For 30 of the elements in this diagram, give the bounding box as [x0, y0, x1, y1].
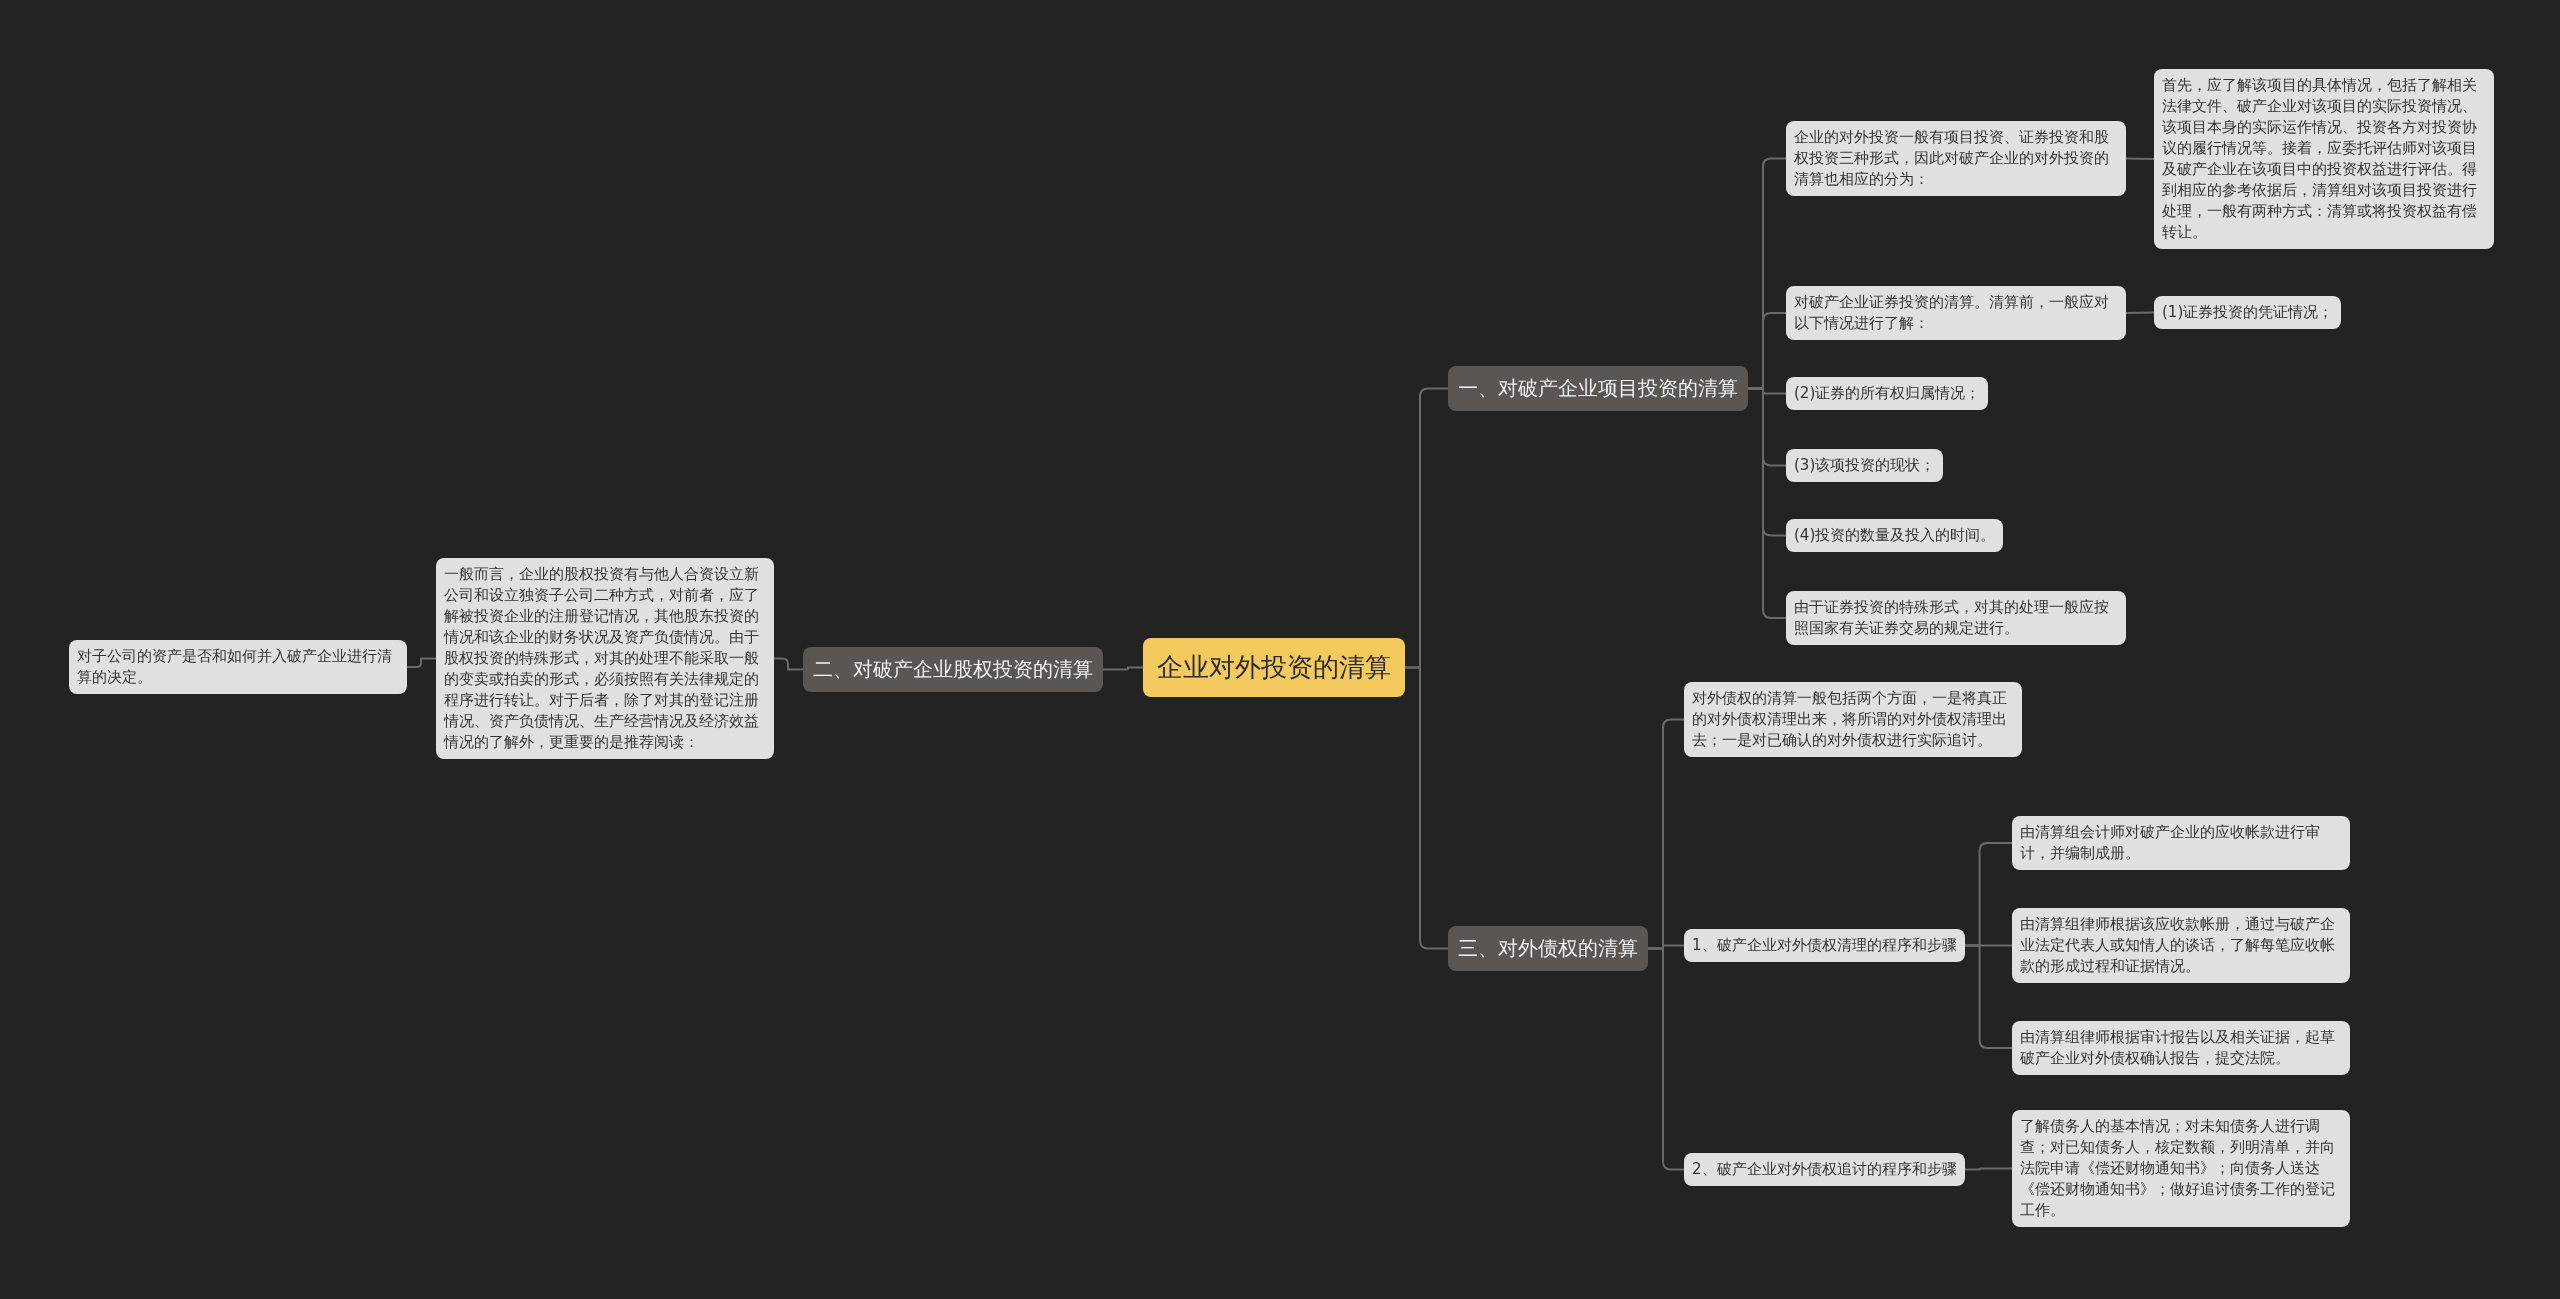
topic-box: 由清算组律师根据该应收款帐册，通过与破产企业法定代表人或知情人的谈话，了解每笔应收帐款的形成过程和证据情况。	[2012, 908, 2350, 983]
topic-box: 对子公司的资产是否和如何并入破产企业进行清算的决定。	[69, 640, 407, 694]
branch-topic: 三、对外债权的清算	[1448, 926, 1648, 971]
topic-box: 1、破产企业对外债权清理的程序和步骤	[1684, 929, 1965, 962]
topic-box: (1)证券投资的凭证情况；	[2154, 296, 2342, 329]
connector-line	[1963, 944, 2013, 1049]
topic-box: 对破产企业证券投资的清算。清算前，一般应对以下情况进行了解：	[1786, 286, 2126, 340]
topic-box: 对外债权的清算一般包括两个方面，一是将真正的对外债权清理出来，将所谓的对外债权清理出去；一是对已确认的对外债权进行实际追讨。	[1684, 682, 2022, 757]
topic-box: 由清算组会计师对破产企业的应收帐款进行审计，并编制成册。	[2012, 816, 2350, 870]
topic-box: 了解债务人的基本情况；对未知债务人进行调查；对已知债务人，核定数额，列明清单，并向法院申请《偿还财物通知书》；向债务人送达《偿还财物通知书》；做好追讨债务工作的登记工作。	[2012, 1110, 2350, 1227]
connector-line	[1647, 947, 1685, 1171]
connector-line	[1963, 1167, 2013, 1171]
branch-topic: 一、对破产企业项目投资的清算	[1448, 366, 1748, 411]
connector-line	[1102, 666, 1144, 671]
topic-box: 一般而言，企业的股权投资有与他人合资设立新公司和设立独资子公司二种方式，对前者，应了解被投资企业的注册登记情况，其他股东投资的情况和该企业的财务状况及资产负债情况。由于股权投资的特殊形式，对其的处理不能采取一般的变卖或拍卖的形式，必须按照有关法律规定的程序进行转让。对于后者，除了对其的登记注册情况、资产负债情况、生产经营情况及经济效益情况的了解外，更重要的是推荐阅读：	[436, 558, 774, 759]
connector-line	[406, 657, 437, 668]
topic-box: 由清算组律师根据审计报告以及相关证据，起草破产企业对外债权确认报告，提交法院。	[2012, 1021, 2350, 1075]
connector-line	[773, 657, 804, 671]
topic-box: 首先，应了解该项目的具体情况，包括了解相关法律文件、破产企业对该项目的实际投资情况、该项目本身的实际运作情况、投资各方对投资协议的履行情况等。接着，应委托评估师对该项目及破产企业在该项目中的投资权益进行评估。得到相应的参考依据后，清算组对该项目投资进行处理，一般有两种方式：清算或将投资权益有偿转让。	[2154, 69, 2494, 249]
topic-box: 由于证券投资的特殊形式，对其的处理一般应按照国家有关证券交易的规定进行。	[1786, 591, 2126, 645]
connector-line	[2125, 311, 2155, 314]
connector-line	[2125, 157, 2155, 160]
topic-box: (2)证券的所有权归属情况；	[1786, 377, 1989, 410]
branch-topic: 二、对破产企业股权投资的清算	[803, 647, 1103, 692]
topic-box: 企业的对外投资一般有项目投资、证券投资和股权投资三种形式，因此对破产企业的对外投资的清算也相应的分为：	[1786, 121, 2126, 196]
topic-box: (4)投资的数量及投入的时间。	[1786, 519, 2004, 552]
central-topic: 企业对外投资的清算	[1143, 638, 1405, 697]
topic-box: 2、破产企业对外债权追讨的程序和步骤	[1684, 1153, 1965, 1186]
topic-box: (3)该项投资的现状；	[1786, 449, 1944, 482]
connector-line	[1747, 387, 1787, 619]
